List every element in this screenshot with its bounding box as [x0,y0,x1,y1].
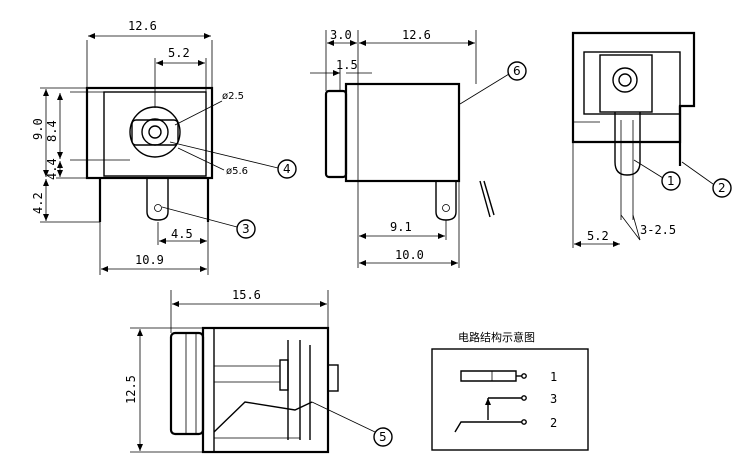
side-flange [324,89,348,179]
circuit-pin-1: 1 [550,370,557,384]
circuit-pin-3: 3 [550,392,557,406]
side-pin-tab [435,181,457,221]
barrel-hole [141,118,169,146]
bottom-view: 15.6 12.5 5 [124,288,393,454]
outer-barrel-circle [129,106,181,158]
center-pin [148,125,162,139]
callout-2: 2 [718,181,726,195]
callout-6: 6 [513,64,521,78]
barrel-slot [131,119,179,146]
circuit-frame [431,348,589,451]
circuit-title: 电路结构示意图 [458,330,535,344]
circuit-schematic: 电路结构示意图 1 3 2 [431,330,589,451]
dim-side-flange: 3.0 [330,28,352,42]
dim-pin-offset: 4.5 [171,227,193,241]
callout-4-circle [277,159,297,179]
dim-side-total: 10.0 [395,248,424,262]
dim-width-top: 12.6 [128,19,157,33]
bottom-flange [169,331,205,436]
dim-bottom-length: 15.6 [232,288,261,302]
rear-view: 5.2 3-2.5 1 2 [571,31,732,248]
callout-1-circle [661,171,681,191]
label-outer-dia: ø5.6 [226,166,248,177]
tab-hole [154,204,162,212]
dim-rear-offset: 5.2 [587,229,609,243]
dim-height-total: 9.0 [31,118,45,140]
dim-offset-top: 5.2 [168,46,190,60]
callout-3-circle [236,219,256,239]
dim-rear-pin-width: 3-2.5 [640,223,676,237]
bottom-body [201,326,330,454]
callout-3: 3 [242,222,250,236]
circuit-sleeve [454,421,522,433]
dim-height-pin: 4.2 [31,192,45,214]
circuit-pin-2: 2 [550,416,557,430]
dim-side-step: 1.5 [336,58,358,72]
bottom-spring-contact [213,401,313,433]
side-view: 3.0 12.6 1.5 9.1 10.0 6 [310,28,527,268]
front-bottom-tab [146,178,169,221]
label-pin-dia: ø2.5 [222,91,244,102]
rear-jack-block [599,54,653,113]
circuit-plug [460,370,517,382]
dim-width-bottom: 10.9 [135,253,164,267]
front-view: 12.6 5.2 9.0 8.4 4.4 4.2 4.5 10.9 ø2.5 ø… [31,19,297,275]
callout-5-circle [373,427,393,447]
dim-height-low: 4.4 [45,158,59,180]
callout-2-circle [712,178,732,198]
dim-height-inner: 8.4 [45,120,59,142]
dim-side-body: 12.6 [402,28,431,42]
callout-5: 5 [379,430,387,444]
callout-6-circle [507,61,527,81]
side-body [344,82,461,183]
dim-bottom-height: 12.5 [124,375,138,404]
callout-1: 1 [667,174,675,188]
dim-side-pin-pos: 9.1 [390,220,412,234]
side-rear-pin [479,180,491,218]
rear-pin-1 [614,112,641,176]
front-body-outline [85,86,214,180]
callout-4: 4 [283,162,291,176]
